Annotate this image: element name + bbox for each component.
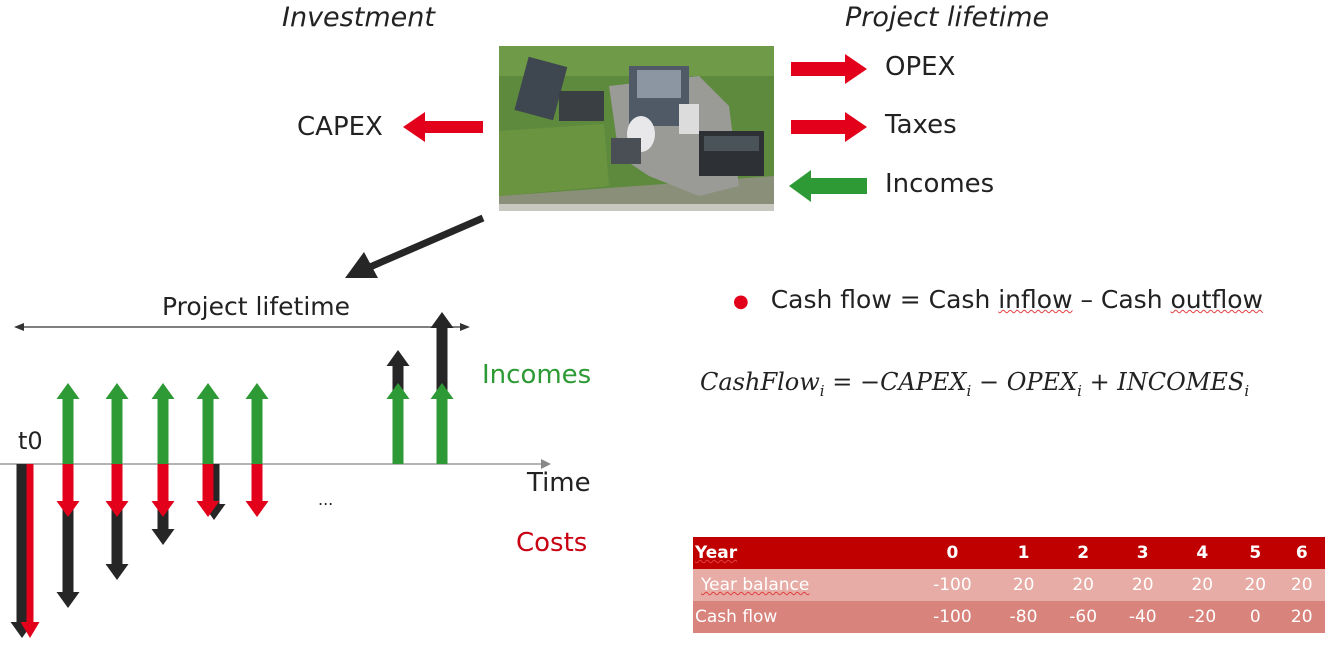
capex-label: CAPEX bbox=[297, 112, 383, 142]
header-cell: Year bbox=[695, 543, 738, 563]
table-cell: -20 bbox=[1188, 607, 1217, 627]
formula-sub: i bbox=[966, 381, 972, 400]
income-arrow bbox=[430, 383, 454, 464]
formula-lhs: CashFlow bbox=[700, 368, 820, 396]
table-cell: 20 bbox=[1244, 575, 1267, 595]
header-cell: 0 bbox=[946, 543, 959, 563]
formula-term-incomes: + INCOMES bbox=[1081, 368, 1245, 396]
definition-part-1: Cash flow = Cash bbox=[770, 285, 999, 314]
taxes-label: Taxes bbox=[885, 110, 957, 140]
incomes-label: Incomes bbox=[885, 169, 995, 199]
lifetime-span-label: Project lifetime bbox=[162, 292, 351, 321]
ellipsis: ... bbox=[318, 490, 334, 509]
cost-arrow bbox=[56, 464, 80, 517]
income-arrow bbox=[56, 383, 80, 464]
row-label: Cash flow bbox=[695, 607, 778, 627]
time-label: Time bbox=[527, 468, 591, 498]
investment-heading: Investment bbox=[282, 2, 435, 33]
header-cell: 2 bbox=[1077, 543, 1090, 563]
row-label: Year balance bbox=[701, 575, 810, 595]
plant-photo bbox=[499, 46, 774, 211]
header-cell: 1 bbox=[1017, 543, 1030, 563]
table-cell: 20 bbox=[1072, 575, 1094, 595]
cash-flow-formula: CashFlowi = −CAPEXi − OPEXi + INCOMESi bbox=[700, 368, 1249, 400]
table-cell: -80 bbox=[1009, 607, 1038, 627]
cash-flow-table: Year 0 1 2 3 4 5 6 Year balance -100 20 … bbox=[693, 537, 1325, 633]
table-cell: 20 bbox=[1290, 607, 1313, 627]
opex-arrow-icon bbox=[791, 54, 867, 84]
definition-part-3: – Cash bbox=[1072, 285, 1171, 314]
income-arrow bbox=[386, 383, 410, 464]
income-arrow bbox=[151, 383, 175, 464]
time-axis bbox=[0, 459, 551, 469]
diagonal-arrow-icon bbox=[345, 214, 485, 278]
income-arrow bbox=[105, 383, 129, 464]
header-cell: 5 bbox=[1249, 543, 1262, 563]
cost-arrow bbox=[151, 464, 175, 517]
definition-part-4: outflow bbox=[1170, 285, 1263, 314]
capex-arrow-icon bbox=[403, 112, 483, 142]
cash-flow-definition: ● Cash flow = Cash inflow – Cash outflow bbox=[733, 285, 1263, 314]
table-cell: -40 bbox=[1128, 607, 1157, 627]
header-cell: 6 bbox=[1295, 543, 1308, 563]
table-cell: 20 bbox=[1290, 575, 1313, 595]
t0-label: t0 bbox=[18, 427, 43, 455]
formula-term-opex: − OPEX bbox=[971, 368, 1078, 396]
table-cell: 20 bbox=[1191, 575, 1214, 595]
cost-arrow bbox=[196, 464, 220, 517]
table-cell: -60 bbox=[1069, 607, 1098, 627]
cost-arrow bbox=[245, 464, 269, 517]
opex-label: OPEX bbox=[885, 52, 956, 82]
formula-sub: i bbox=[819, 381, 825, 400]
incomes-axis-label: Incomes bbox=[482, 360, 592, 390]
formula-sub: i bbox=[1244, 381, 1250, 400]
lifetime-span-arrow bbox=[14, 323, 470, 331]
table-row-year-balance: Year balance -100 20 20 20 20 20 20 bbox=[693, 569, 1325, 601]
project-lifetime-heading: Project lifetime bbox=[845, 2, 1050, 33]
table-cell: -100 bbox=[933, 575, 972, 595]
income-arrow bbox=[245, 383, 269, 464]
table-cell: 20 bbox=[1131, 575, 1154, 595]
header-cell: 4 bbox=[1196, 543, 1209, 563]
cost-arrow bbox=[105, 464, 129, 517]
capex-cost-arrow bbox=[20, 464, 40, 638]
table-cell: -100 bbox=[933, 607, 972, 627]
header-cell: 3 bbox=[1136, 543, 1149, 563]
table-cell: 0 bbox=[1249, 607, 1261, 627]
table-row-cash-flow: Cash flow -100 -80 -60 -40 -20 0 20 bbox=[693, 601, 1325, 633]
incomes-arrow-icon bbox=[789, 170, 867, 202]
income-arrow bbox=[196, 383, 220, 464]
bullet-icon: ● bbox=[733, 290, 749, 312]
cash-flow-timeline bbox=[0, 312, 551, 638]
table-cell: 20 bbox=[1012, 575, 1035, 595]
costs-axis-label: Costs bbox=[516, 528, 588, 558]
taxes-arrow-icon bbox=[791, 112, 867, 142]
table-header-row: Year 0 1 2 3 4 5 6 bbox=[693, 537, 1325, 569]
formula-term-capex: = −CAPEX bbox=[832, 368, 967, 396]
formula-sub: i bbox=[1077, 381, 1082, 400]
definition-part-2: inflow bbox=[998, 285, 1073, 314]
